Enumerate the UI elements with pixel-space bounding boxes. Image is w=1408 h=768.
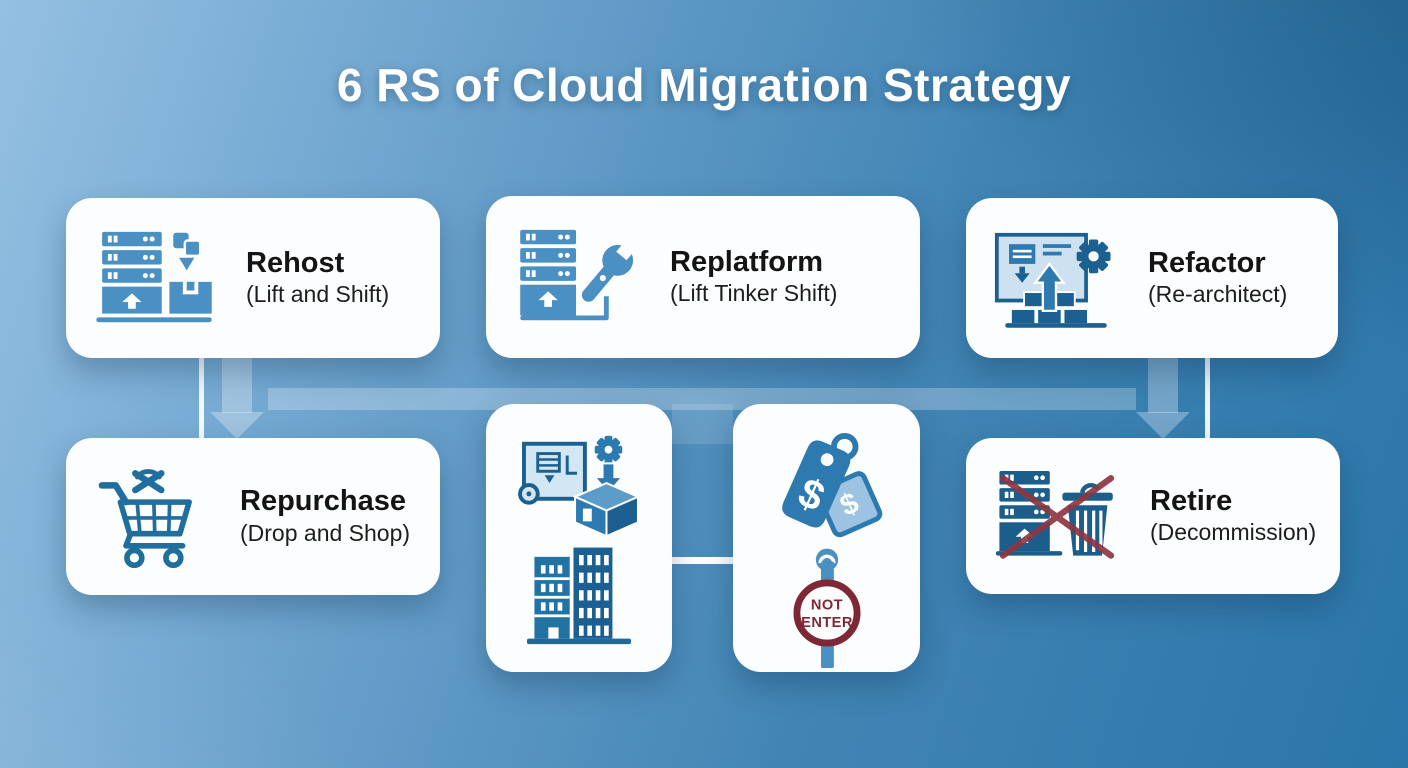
card-retire: Retire (Decommission) — [966, 438, 1340, 594]
card-replatform: Replatform (Lift Tinker Shift) — [486, 196, 920, 358]
sign-line-2: ENTER — [801, 615, 853, 631]
server-migration-icon — [94, 228, 216, 328]
card-text-block: Retire (Decommission) — [1150, 485, 1316, 547]
right-down-arrow-head — [1136, 412, 1190, 439]
not-enter-sign-icon: NOT ENTER — [775, 546, 879, 668]
middle-cards-connector-line — [672, 557, 733, 564]
card-rehost: Rehost (Lift and Shift) — [66, 198, 440, 358]
card-title: Repurchase — [240, 485, 407, 518]
card-title: Retire — [1150, 484, 1233, 517]
right-down-arrow-shaft — [1148, 357, 1178, 413]
card-subtitle: (Re-architect) — [1148, 281, 1288, 308]
middle-gap-highlight — [672, 404, 733, 444]
shopping-cart-icon — [94, 465, 210, 569]
card-refactor: Refactor (Re-architect) — [966, 198, 1338, 358]
card-subtitle: (Decommission) — [1150, 519, 1317, 546]
card-title: Refactor — [1148, 246, 1266, 279]
card-text-block: Rehost (Lift and Shift) — [246, 247, 389, 309]
price-tags-icon: $ $ — [768, 430, 886, 546]
page-title: 6 RS of Cloud Migration Strategy — [336, 59, 1072, 111]
card-subtitle: (Lift Tinker Shift) — [670, 280, 838, 307]
left-down-arrow-head — [210, 412, 264, 439]
card-subtitle: (Lift and Shift) — [246, 281, 390, 308]
left-down-arrow-shaft — [222, 357, 252, 413]
sign-line-1: NOT — [810, 598, 842, 614]
card-title: Replatform — [670, 245, 824, 278]
server-trashcan-crossed-icon — [994, 466, 1120, 566]
card-title: Rehost — [246, 246, 345, 279]
card-text-block: Replatform (Lift Tinker Shift) — [670, 246, 837, 308]
server-wrench-icon — [514, 226, 640, 328]
card-retain: $ $ NOT ENTER — [733, 404, 920, 672]
card-subtitle: (Drop and Shop) — [240, 519, 411, 546]
office-building-icon — [523, 542, 635, 646]
blueprint-house-package-icon — [518, 430, 640, 542]
card-relocate — [486, 404, 672, 672]
horizontal-flow-band — [268, 388, 1136, 410]
card-repurchase: Repurchase (Drop and Shop) — [66, 438, 440, 595]
blueprint-gear-bricks-icon — [994, 228, 1118, 328]
left-connector-line — [199, 357, 204, 439]
right-connector-line — [1205, 357, 1210, 439]
card-text-block: Repurchase (Drop and Shop) — [240, 485, 410, 547]
card-text-block: Refactor (Re-architect) — [1148, 247, 1287, 309]
